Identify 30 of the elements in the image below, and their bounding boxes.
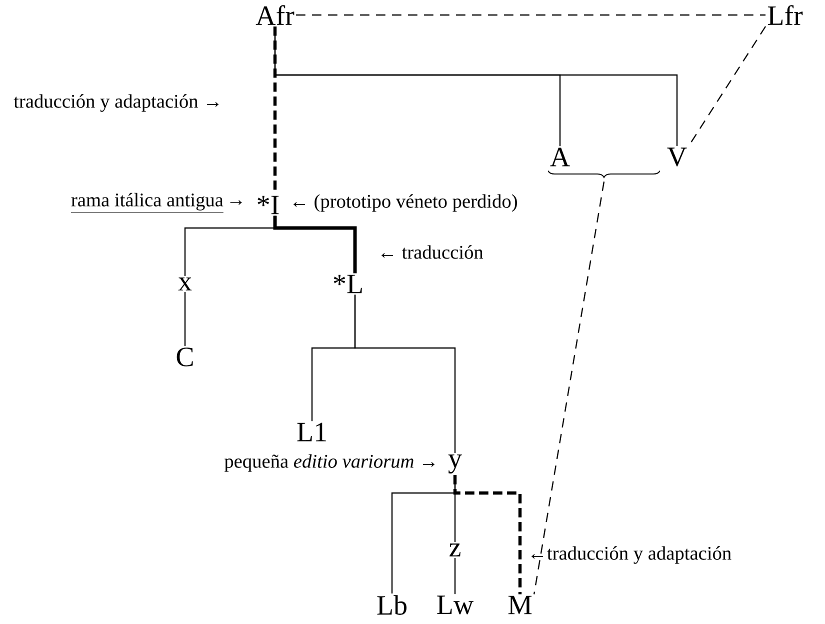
stemma-line [184,292,186,346]
stemma-line [274,26,678,146]
manuscript-siglum: C [176,348,193,366]
manuscript-siglum: z [450,544,460,556]
stemma-line [273,216,357,274]
stemma-line [354,294,456,453]
manuscript-siglum: y [448,454,462,474]
annotation: ← (prototipo véneto perdido) [294,194,517,212]
stemma-line [296,14,766,16]
annotation: traducción y adaptación → [14,94,218,112]
manuscript-siglum: A [550,148,570,166]
manuscript-siglum: Afr [256,5,294,25]
manuscript-siglum: L1 [297,422,326,442]
annotation: → [230,200,242,205]
annotation: ←traducción y adaptación [532,546,732,564]
annotation: ← traducción [382,245,484,259]
manuscript-siglum: *L [334,274,362,294]
manuscript-siglum: Lw [437,596,474,614]
manuscript-siglum: M [508,596,532,614]
annotation: rama itálica antigua [70,192,224,213]
manuscript-siglum: Lb [377,595,406,615]
manuscript-siglum: x [178,278,192,290]
stemma-line [533,182,605,594]
curly-brace [548,170,660,178]
annotation: pequeña editio variorum → [224,454,434,472]
manuscript-siglum: *I [258,196,279,214]
stemma-line [453,475,522,594]
manuscript-siglum: Lfr [768,5,803,25]
manuscript-siglum: V [667,148,687,166]
stemma-line [454,558,456,594]
